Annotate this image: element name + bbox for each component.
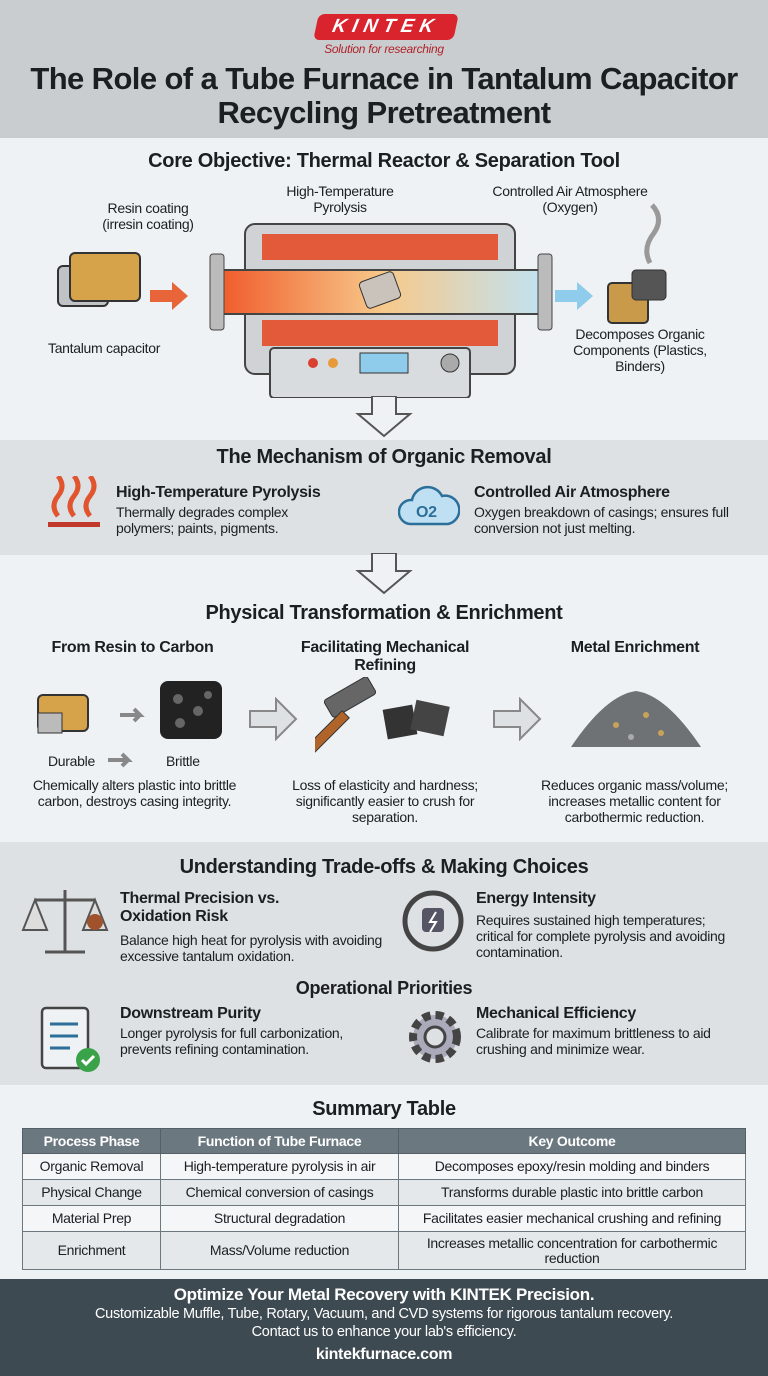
footer: Optimize Your Metal Recovery with KINTEK… (0, 1279, 768, 1376)
heat-waves-icon (48, 476, 100, 527)
mechanism-section: The Mechanism of Organic Removal High-Te… (0, 440, 768, 555)
label-durable: Durable (48, 753, 95, 769)
mechanism-title-1: Controlled Air Atmosphere (474, 484, 670, 501)
mechanism-text-1: Oxygen breakdown of casings; ensures ful… (474, 504, 729, 536)
table-cell: Increases metallic concentration for car… (398, 1231, 746, 1270)
transform-text-0: Chemically alters plastic into brittle c… (32, 777, 237, 809)
footer-line2: Contact us to enhance your lab's efficie… (251, 1324, 517, 1340)
transform-text-2: Reduces organic mass/volume; increases m… (541, 777, 728, 825)
tradeoff-title-1: Energy Intensity (476, 890, 596, 907)
mechanism-text-0: Thermally degrades complex polymers; pai… (116, 504, 288, 536)
o2-label: O2 (416, 504, 437, 521)
priority-title-0: Downstream Purity (120, 1005, 261, 1022)
kintek-logo: KINTEK (313, 14, 459, 40)
tube-furnace-illustration (57, 203, 667, 398)
metal-powder-pile-icon (571, 691, 701, 747)
table-cell: Transforms durable plastic into brittle … (398, 1179, 746, 1206)
burnt-capacitor-icon (607, 203, 667, 324)
label-pyrolysis: High-Temperature Pyrolysis (286, 183, 394, 215)
core-heading: Core Objective: Thermal Reactor & Separa… (148, 150, 620, 172)
resin-to-carbon-illustration (37, 681, 222, 739)
arrow-right-icon (249, 697, 298, 741)
arrow-right-icon (108, 752, 133, 768)
priorities-heading: Operational Priorities (295, 978, 473, 998)
tradeoff-title-0: Thermal Precision vs. Oxidation Risk (120, 890, 280, 925)
label-capacitor: Tantalum capacitor (48, 340, 161, 356)
down-arrow-icon (355, 553, 413, 595)
tradeoffs-heading: Understanding Trade-offs & Making Choice… (179, 856, 589, 878)
page-title: The Role of a Tube Furnace in Tantalum C… (30, 61, 738, 130)
label-decomposes: Decomposes Organic Components (Plastics,… (573, 326, 707, 374)
table-cell: Mass/Volume reduction (160, 1231, 399, 1270)
clipboard-check-icon (40, 1006, 100, 1072)
table-cell: Material Prep (22, 1205, 161, 1232)
tradeoff-text-1: Requires sustained high temperatures; cr… (476, 912, 726, 960)
table-cell: Chemical conversion of casings (160, 1179, 399, 1206)
core-section: Core Objective: Thermal Reactor & Separa… (0, 138, 768, 398)
o2-cloud-icon: O2 (398, 485, 460, 526)
power-plug-icon (402, 890, 464, 952)
table-cell: Facilitates easier mechanical crushing a… (398, 1205, 746, 1232)
summary-table: Process Phase Function of Tube Furnace K… (22, 1128, 746, 1270)
hammer-icon (315, 677, 450, 754)
footer-url-link[interactable]: kintekfurnace.com (315, 1346, 453, 1363)
priority-title-1: Mechanical Efficiency (476, 1005, 636, 1022)
logo-tagline: Solution for researching (324, 42, 444, 56)
balance-scale-icon (21, 890, 109, 954)
transform-title-2: Metal Enrichment (570, 639, 700, 656)
tradeoff-text-0: Balance high heat for pyrolysis with avo… (120, 932, 382, 964)
column-header: Process Phase (22, 1128, 161, 1154)
mechanism-heading: The Mechanism of Organic Removal (216, 446, 552, 468)
table-cell: Structural degradation (160, 1205, 399, 1232)
table-cell: Organic Removal (22, 1153, 161, 1180)
transform-heading: Physical Transformation & Enrichment (205, 602, 563, 624)
label-brittle: Brittle (166, 753, 200, 769)
tradeoffs-section: Understanding Trade-offs & Making Choice… (0, 842, 768, 1085)
priority-text-1: Calibrate for maximum brittleness to aid… (476, 1025, 711, 1057)
down-arrow-icon (355, 396, 413, 438)
mechanism-title-0: High-Temperature Pyrolysis (116, 484, 321, 501)
column-header: Function of Tube Furnace (160, 1128, 399, 1154)
table-cell: Physical Change (22, 1179, 161, 1206)
footer-headline: Optimize Your Metal Recovery with KINTEK… (173, 1285, 595, 1304)
transform-title-1: Facilitating Mechanical Refining (300, 639, 470, 674)
gear-icon (409, 1011, 461, 1063)
priority-text-0: Longer pyrolysis for full carbonization,… (120, 1025, 344, 1057)
table-cell: High-temperature pyrolysis in air (160, 1153, 399, 1180)
header: KINTEK Solution for researching The Role… (0, 0, 768, 138)
footer-line1: Customizable Muffle, Tube, Rotary, Vacuu… (95, 1306, 673, 1322)
table-cell: Enrichment (22, 1231, 161, 1270)
label-air: Controlled Air Atmosphere (Oxygen) (492, 183, 648, 215)
table-cell: Decomposes epoxy/resin molding and binde… (398, 1153, 746, 1180)
transform-title-0: From Resin to Carbon (51, 639, 214, 656)
transform-text-1: Loss of elasticity and hardness; signifi… (292, 777, 478, 825)
arrow-right-icon (493, 697, 542, 741)
capacitor-icon (57, 252, 141, 307)
transform-section: Physical Transformation & Enrichment Fro… (0, 597, 768, 842)
label-resin: Resin coating (irresin coating) (102, 200, 194, 232)
column-header: Key Outcome (398, 1128, 746, 1154)
summary-heading: Summary Table (312, 1098, 456, 1120)
